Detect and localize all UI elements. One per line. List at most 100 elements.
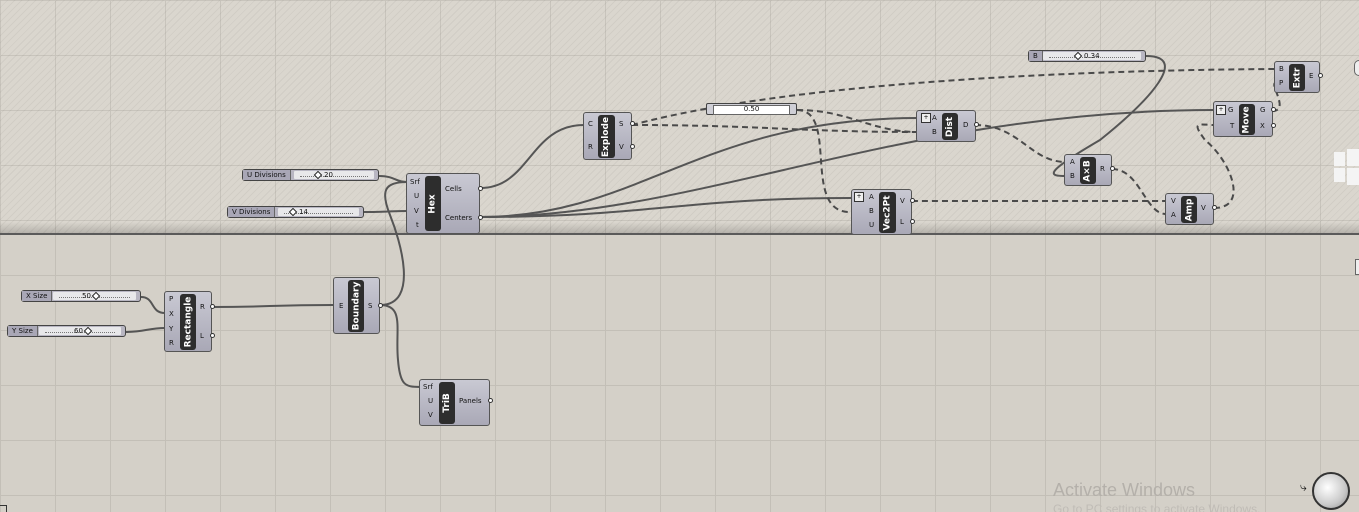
output-r: R — [200, 303, 205, 311]
output-grip[interactable] — [478, 215, 483, 220]
v-divisions-slider[interactable]: V Divisions 14 — [227, 206, 364, 218]
wire-rect-boundary — [211, 304, 334, 308]
vec2pt-component[interactable]: + Vec2Pt A B U V L — [851, 189, 915, 235]
expand-icon[interactable]: + — [1216, 105, 1226, 115]
output-grip[interactable] — [1212, 205, 1217, 210]
slider-knob-icon[interactable] — [83, 326, 93, 336]
wire-dist-axb — [974, 124, 1067, 163]
wire-explode-dist — [631, 124, 919, 133]
rectangle-component[interactable]: Rectangle P X Y R R L — [164, 291, 215, 352]
output-e: E — [1309, 72, 1314, 80]
wire-axb-amp — [1111, 168, 1167, 215]
extr-component[interactable]: Extr B P E — [1274, 61, 1323, 93]
output-grip[interactable] — [1318, 73, 1323, 78]
output-s: S — [619, 120, 624, 128]
hatched-region — [0, 0, 1359, 233]
output-d: D — [963, 121, 969, 129]
input-v: V — [428, 411, 433, 419]
output-grip[interactable] — [210, 304, 215, 309]
input-v: V — [414, 207, 419, 215]
input-a: A — [1171, 211, 1176, 219]
output-r: R — [1100, 165, 1105, 173]
output-grip[interactable] — [378, 303, 383, 308]
slider-knob-icon[interactable] — [313, 170, 323, 180]
slider-value: 60 — [74, 326, 94, 336]
output-grip[interactable] — [910, 198, 915, 203]
input-x: X — [169, 310, 174, 318]
x-size-slider[interactable]: X Size 50 — [21, 290, 141, 302]
slider-value: 50 — [82, 291, 102, 301]
output-v: V — [900, 197, 905, 205]
a-times-b-component[interactable]: A×B A B R — [1064, 154, 1115, 186]
corner-marker — [0, 505, 7, 512]
slider-label: X Size — [22, 291, 53, 301]
slider-knob-icon[interactable] — [1073, 51, 1083, 61]
output-grip[interactable] — [488, 398, 493, 403]
output-x: X — [1260, 122, 1265, 130]
input-r: R — [169, 339, 174, 347]
slider-label: B — [1029, 51, 1043, 61]
hatch-shadow — [0, 222, 1359, 234]
input-t: T — [1230, 122, 1235, 130]
input-g: G — [1228, 106, 1234, 114]
wire-panel-dist — [796, 109, 919, 133]
canvas-edge-handle[interactable] — [1354, 60, 1359, 76]
slider-track[interactable] — [278, 208, 359, 216]
output-grip[interactable] — [974, 122, 979, 127]
hex-component[interactable]: Hex Srf U V t Cells Centers — [406, 173, 483, 234]
output-l: L — [900, 218, 904, 226]
wire-cells-explode — [479, 124, 585, 189]
u-divisions-slider[interactable]: U Divisions 20 — [242, 169, 379, 181]
input-a: A — [869, 193, 874, 201]
rectangle-title: Rectangle — [180, 294, 196, 350]
canvas-edge-handle[interactable] — [1355, 259, 1359, 275]
output-grip[interactable] — [478, 186, 483, 191]
number-panel[interactable]: 0.50 — [706, 103, 797, 115]
boundary-component[interactable]: Boundary E S — [333, 277, 383, 334]
slider-label: Y Size — [8, 326, 38, 336]
trib-component[interactable]: TriB Srf U V Panels — [419, 379, 493, 426]
input-v: V — [1171, 197, 1176, 205]
expand-icon[interactable]: + — [854, 192, 864, 202]
output-grip[interactable] — [1110, 166, 1115, 171]
slider-track[interactable] — [1043, 52, 1141, 60]
slider-knob-icon[interactable] — [91, 291, 101, 301]
arrow-icon: ⤷ — [1300, 480, 1307, 494]
slider-track[interactable] — [39, 327, 121, 335]
wire-boundary-hex — [379, 181, 408, 306]
input-p: P — [169, 295, 174, 303]
dist-component[interactable]: + Dist A B D — [916, 110, 979, 142]
input-srf: Srf — [423, 383, 433, 391]
output-grip[interactable] — [630, 144, 635, 149]
y-size-slider[interactable]: Y Size 60 — [7, 325, 126, 337]
output-grip[interactable] — [210, 333, 215, 338]
b-slider[interactable]: B 0.34 — [1028, 50, 1146, 62]
output-grip[interactable] — [910, 219, 915, 224]
output-cells: Cells — [445, 185, 462, 193]
wire-amp-move — [1196, 123, 1235, 209]
navigation-wheel-icon[interactable] — [1312, 472, 1350, 510]
slider-track[interactable] — [294, 171, 374, 179]
output-centers: Centers — [445, 214, 473, 222]
amp-title: Amp — [1181, 196, 1197, 223]
output-v: V — [619, 143, 624, 151]
output-grip[interactable] — [1271, 107, 1276, 112]
input-r: R — [588, 143, 593, 151]
output-grip[interactable] — [630, 121, 635, 126]
wire-centers-dist — [479, 117, 919, 218]
number-panel-value[interactable]: 0.50 — [713, 105, 790, 115]
slider-knob-icon[interactable] — [288, 207, 298, 217]
vec2pt-title: Vec2Pt — [879, 192, 896, 233]
output-g: G — [1260, 106, 1266, 114]
input-p: P — [1279, 79, 1284, 87]
output-l: L — [200, 332, 204, 340]
expand-icon[interactable]: + — [921, 113, 931, 123]
hatch-border-line — [0, 233, 1359, 235]
slider-value: 20 — [313, 170, 333, 180]
amp-component[interactable]: Amp V A V — [1165, 193, 1217, 225]
explode-component[interactable]: Explode C R S V — [583, 112, 635, 160]
move-component[interactable]: + Move G T G X — [1213, 101, 1276, 137]
output-grip[interactable] — [1271, 123, 1276, 128]
